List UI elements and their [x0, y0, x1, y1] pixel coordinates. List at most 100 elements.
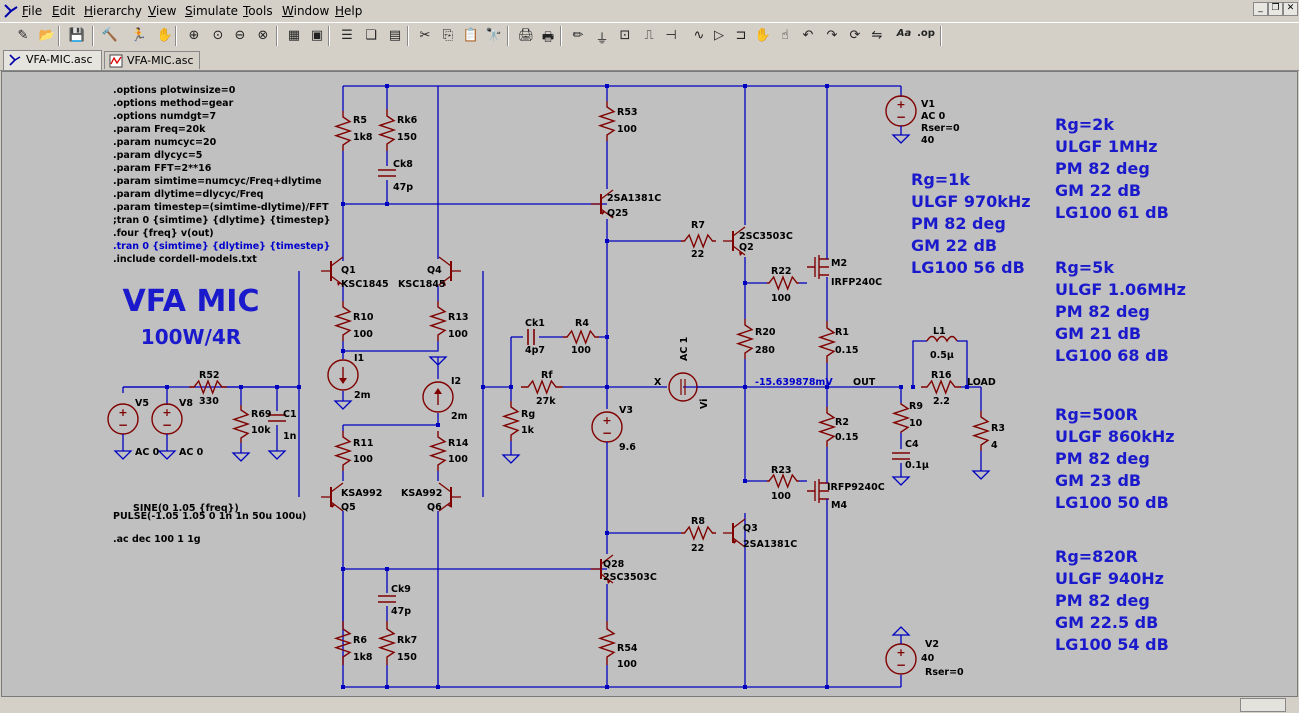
- capacitor-icon[interactable]: ⊣: [660, 25, 682, 47]
- bjt-emitter-lead: [732, 537, 746, 548]
- run-icon[interactable]: 🏃: [128, 25, 150, 47]
- restore-icon[interactable]: ❐: [1268, 2, 1283, 16]
- inductor-icon[interactable]: ∿: [688, 25, 710, 47]
- menu-file[interactable]: File: [22, 4, 43, 18]
- ground-symbol: [891, 134, 911, 144]
- tile-horizontal-icon[interactable]: ☰: [336, 25, 358, 47]
- resistor-symbol: [333, 301, 353, 341]
- ref-Q2: Q2: [739, 242, 754, 253]
- bjt-arrow: [441, 282, 446, 286]
- fit-icon[interactable]: ▣: [306, 25, 328, 47]
- minimize-icon[interactable]: _: [1253, 2, 1268, 16]
- new-schematic-icon[interactable]: ✎: [12, 25, 34, 47]
- ref-R54: R54: [617, 643, 638, 654]
- plus-sign: +: [602, 414, 611, 427]
- diode-icon[interactable]: ▷: [708, 25, 730, 47]
- ground-icon[interactable]: ⏚: [591, 25, 613, 47]
- spice-directive: ;tran 0 {simtime} {dlytime} {timestep}: [113, 215, 331, 226]
- zoom-cancel-icon[interactable]: ⊗: [252, 25, 274, 47]
- print-setup-icon[interactable]: 🖨: [515, 25, 537, 47]
- resistor-symbol: [333, 111, 353, 151]
- ref-Ck1: Ck1: [525, 318, 545, 329]
- paste-icon[interactable]: 📋: [460, 25, 482, 47]
- junction-dot: [341, 685, 345, 689]
- menu-help[interactable]: Help: [335, 4, 363, 18]
- tab-schematic-1[interactable]: VFA-MIC.asc: [3, 50, 102, 70]
- toolbar-glyph: ⊙: [212, 28, 224, 43]
- value-Rk6: 150: [397, 132, 417, 143]
- move-icon[interactable]: ✋: [752, 25, 774, 47]
- view-netlist-icon[interactable]: ▦: [283, 25, 305, 47]
- status-box: [1240, 698, 1286, 712]
- resistor-symbol: [231, 405, 251, 443]
- value-R4: 100: [571, 345, 591, 356]
- tab-schematic-2[interactable]: VFA-MIC.asc: [104, 51, 200, 69]
- zoom-in-icon[interactable]: ⊕: [183, 25, 205, 47]
- mirror-icon[interactable]: ⇋: [866, 25, 888, 47]
- menu-window[interactable]: Window: [282, 4, 330, 18]
- value-R1: 0.15: [835, 345, 858, 356]
- schematic-tab-icon: [9, 54, 21, 66]
- toolbar-glyph: ↶: [802, 28, 814, 43]
- toolbar-separator: [507, 26, 509, 46]
- ground-symbol: [157, 450, 177, 460]
- resistor-icon[interactable]: ⎍: [638, 25, 660, 47]
- ref-C1: C1: [283, 409, 297, 420]
- menu-simulate[interactable]: Simulate: [185, 4, 239, 18]
- zoom-full-icon[interactable]: ⊙: [207, 25, 229, 47]
- halt-icon[interactable]: ✋: [154, 25, 176, 47]
- print-icon[interactable]: 🖶: [537, 25, 559, 47]
- control-panel-icon[interactable]: 🔨: [99, 25, 121, 47]
- zoom-out-icon[interactable]: ⊖: [229, 25, 251, 47]
- result-gm: GM 23 dB: [1055, 471, 1141, 490]
- resistor-symbol: [921, 379, 961, 395]
- drag-icon[interactable]: ☝: [774, 25, 796, 47]
- component-icon[interactable]: ⊐: [730, 25, 752, 47]
- redo-icon[interactable]: ↷: [821, 25, 843, 47]
- menu-tools[interactable]: Tools: [243, 4, 273, 18]
- ref-R11: R11: [353, 438, 374, 449]
- bjt-arrow: [601, 211, 605, 215]
- ref-M2: M2: [831, 258, 847, 269]
- close-all-icon[interactable]: ▤: [384, 25, 406, 47]
- resistor-symbol: [767, 275, 799, 291]
- model-Q4: KSC1845: [398, 279, 446, 290]
- value-Rk7: 150: [397, 652, 417, 663]
- ref-M4: M4: [831, 500, 847, 511]
- ref-R9: R9: [909, 401, 923, 412]
- value-C1: 1n: [283, 431, 297, 442]
- ref-Ck8: Ck8: [393, 159, 413, 170]
- save-icon[interactable]: 💾: [66, 25, 88, 47]
- cut-icon[interactable]: ✂: [414, 25, 436, 47]
- menu-hierarchy[interactable]: Hierarchy: [84, 4, 143, 18]
- ref-Q4: Q4: [427, 265, 442, 276]
- schematic-canvas[interactable]: +−+−+−+−+−.options plotwinsize=0.options…: [1, 71, 1298, 697]
- label-net-icon[interactable]: ⊡: [614, 25, 636, 47]
- menu-edit[interactable]: Edit: [52, 4, 76, 18]
- undo-icon[interactable]: ↶: [797, 25, 819, 47]
- value-C4: 0.1µ: [905, 460, 929, 471]
- toolbar-glyph: ▤: [388, 28, 402, 43]
- probe-value: -15.639878mV: [755, 377, 833, 388]
- wire-icon[interactable]: ✏: [567, 25, 589, 47]
- copy-icon[interactable]: ⎘: [437, 25, 459, 47]
- cascade-icon[interactable]: ❏: [360, 25, 382, 47]
- ref-C4: C4: [905, 439, 919, 450]
- toolbar-glyph: ⇋: [871, 28, 883, 43]
- value-R8: 22: [691, 543, 704, 554]
- open-icon[interactable]: 📂: [36, 25, 58, 47]
- ref-R2: R2: [835, 417, 849, 428]
- waveform-tab-icon: [109, 54, 123, 68]
- text-icon[interactable]: Aa: [893, 25, 915, 47]
- menu-view[interactable]: View: [148, 4, 177, 18]
- find-icon[interactable]: 🔭: [483, 25, 505, 47]
- junction-dot: [743, 281, 747, 285]
- ref-Q3: Q3: [743, 523, 758, 534]
- rotate-icon[interactable]: ⟳: [844, 25, 866, 47]
- toolbar-glyph: ☰: [341, 28, 353, 43]
- close-icon[interactable]: ✕: [1283, 2, 1298, 16]
- result-rg: Rg=820R: [1055, 547, 1138, 566]
- menu-bar: File Edit Hierarchy View Simulate Tools …: [0, 0, 1299, 22]
- spice-directive-icon[interactable]: .op: [915, 25, 937, 47]
